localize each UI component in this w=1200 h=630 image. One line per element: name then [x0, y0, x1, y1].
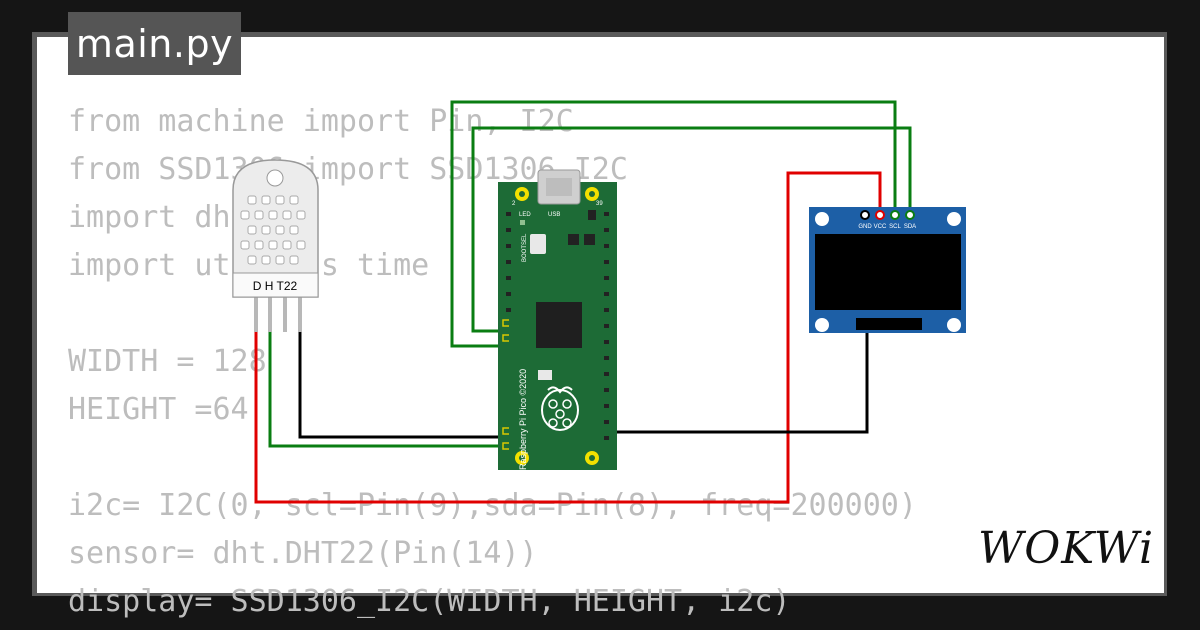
oled-pin-sda: SDA: [904, 224, 916, 230]
code-line: sensor= dht.DHT22(Pin(14)): [68, 536, 538, 571]
dht22-sensor[interactable]: D H T22: [232, 159, 319, 332]
code-line: i2c= I2C(0, scl=Pin(9),sda=Pin(8), freq=…: [68, 488, 917, 523]
oled-pin-scl: SCL: [889, 224, 901, 230]
green-wire-1[interactable]: [450, 100, 897, 348]
bootsel-button[interactable]: [530, 234, 546, 254]
pico-board-text: Raspberry Pi Pico ©2020: [518, 369, 528, 470]
red-wire[interactable]: [254, 171, 882, 504]
led-label: LED: [519, 212, 531, 218]
wokwi-logo: WOKWi: [978, 523, 1155, 574]
pin-label-39: 39: [596, 201, 603, 207]
green-wire-3[interactable]: [268, 330, 509, 448]
oled-display[interactable]: GND VCC SCL SDA: [809, 207, 966, 333]
raspberry-pi-logo-icon: [541, 386, 579, 431]
raspberry-pi-pico[interactable]: 2 39 USB LED BOOTSEL Raspberry Pi Pico ©…: [498, 169, 617, 470]
usb-label: USB: [548, 212, 560, 218]
bootsel-label: BOOTSEL: [522, 233, 528, 262]
pin-label-2: 2: [512, 201, 516, 207]
code-line: from machine import Pin, I2C: [68, 104, 574, 139]
oled-pin-gnd: GND: [858, 224, 872, 230]
file-tab[interactable]: main.py: [68, 12, 241, 75]
oled-screen: [815, 234, 961, 310]
dht22-label: D H T22: [253, 279, 298, 293]
code-line: WIDTH = 128: [68, 344, 267, 379]
code-line: from SSD1306 import SSD1306_I2C: [68, 152, 628, 187]
green-wire-2[interactable]: [471, 126, 912, 333]
oled-pin-vcc: VCC: [874, 224, 887, 230]
code-line: HEIGHT =64: [68, 392, 249, 427]
code-line: display= SSD1306_I2C(WIDTH, HEIGHT, i2c): [68, 584, 791, 619]
